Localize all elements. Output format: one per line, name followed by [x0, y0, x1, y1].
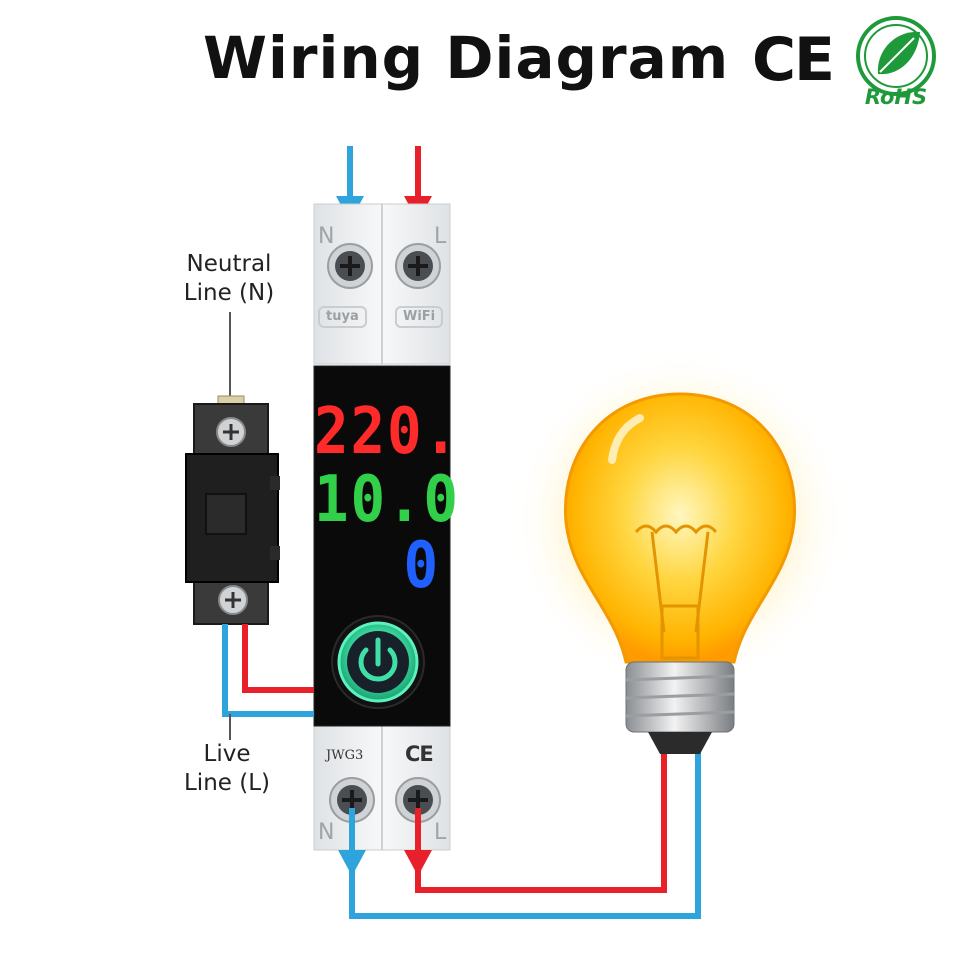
breaker-toggle	[205, 493, 247, 535]
rohs-text: RoHS	[865, 85, 927, 108]
top-live-screw	[395, 243, 441, 289]
terminal-l-top: L	[434, 224, 447, 249]
breaker-live-wire	[242, 624, 314, 693]
ce-small-mark: CE	[405, 742, 434, 766]
wifi-badge: WiFi	[395, 306, 444, 328]
power-readout: 0	[403, 529, 440, 603]
bottom-live-screw	[395, 777, 441, 823]
neutral-line-label: Neutral Line (N)	[164, 250, 294, 308]
breaker-neutral-wire	[222, 624, 314, 717]
terminal-n-bottom: N	[318, 820, 335, 845]
ce-certification-mark: CE	[752, 25, 835, 95]
terminal-n-top: N	[318, 224, 335, 249]
voltage-readout: 220.	[314, 395, 460, 469]
live-line-label: Live Line (L)	[162, 740, 292, 798]
live-line-label-text: Live Line (L)	[183, 741, 270, 796]
light-bulb	[510, 350, 850, 754]
tuya-brand-badge: tuya	[318, 306, 367, 328]
power-icon	[358, 637, 398, 682]
model-code: JWG3	[326, 748, 364, 763]
terminal-l-bottom: L	[434, 820, 447, 845]
rohs-logo: RoHS	[856, 16, 936, 108]
current-readout: 10.0	[314, 463, 460, 537]
neutral-line-label-text: Neutral Line (N)	[183, 251, 275, 306]
breaker-switch	[185, 312, 280, 625]
top-neutral-screw	[327, 243, 373, 289]
output-live-wire	[404, 752, 667, 893]
output-neutral-wire	[338, 752, 701, 919]
page-title: Wiring Diagram	[203, 24, 730, 92]
power-button[interactable]	[331, 615, 425, 709]
